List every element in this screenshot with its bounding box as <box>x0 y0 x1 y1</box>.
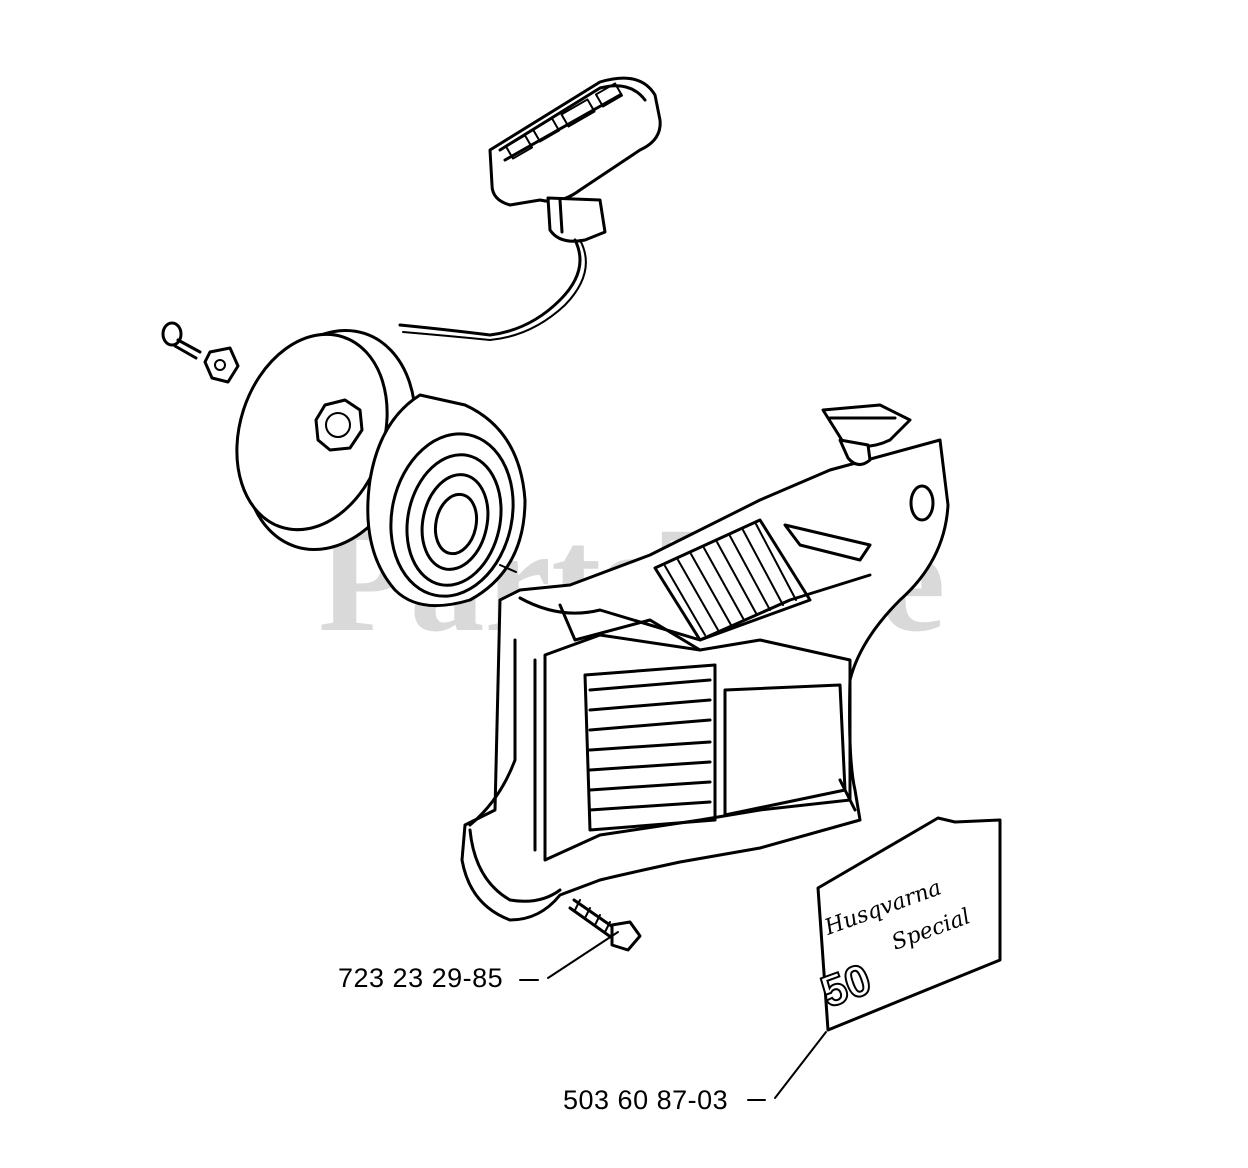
pulley-bolt <box>161 321 202 360</box>
starter-fan-cover <box>460 438 950 922</box>
model-decal: Husqvarna Special 50 <box>814 816 1002 1032</box>
recoil-spring-housing <box>366 393 527 608</box>
cover-knob <box>821 403 912 466</box>
starter-handle <box>488 76 662 243</box>
callout-part-number-screw: 723 23 29-85 <box>338 963 504 993</box>
leader-lines <box>519 931 827 1101</box>
cover-screw <box>568 898 642 952</box>
starter-cord <box>398 238 587 341</box>
leader-screw <box>547 931 619 979</box>
callout-part-number-decal: 503 60 87-03 <box>563 1085 729 1115</box>
washer <box>203 346 240 384</box>
leader-decal <box>774 1031 827 1099</box>
